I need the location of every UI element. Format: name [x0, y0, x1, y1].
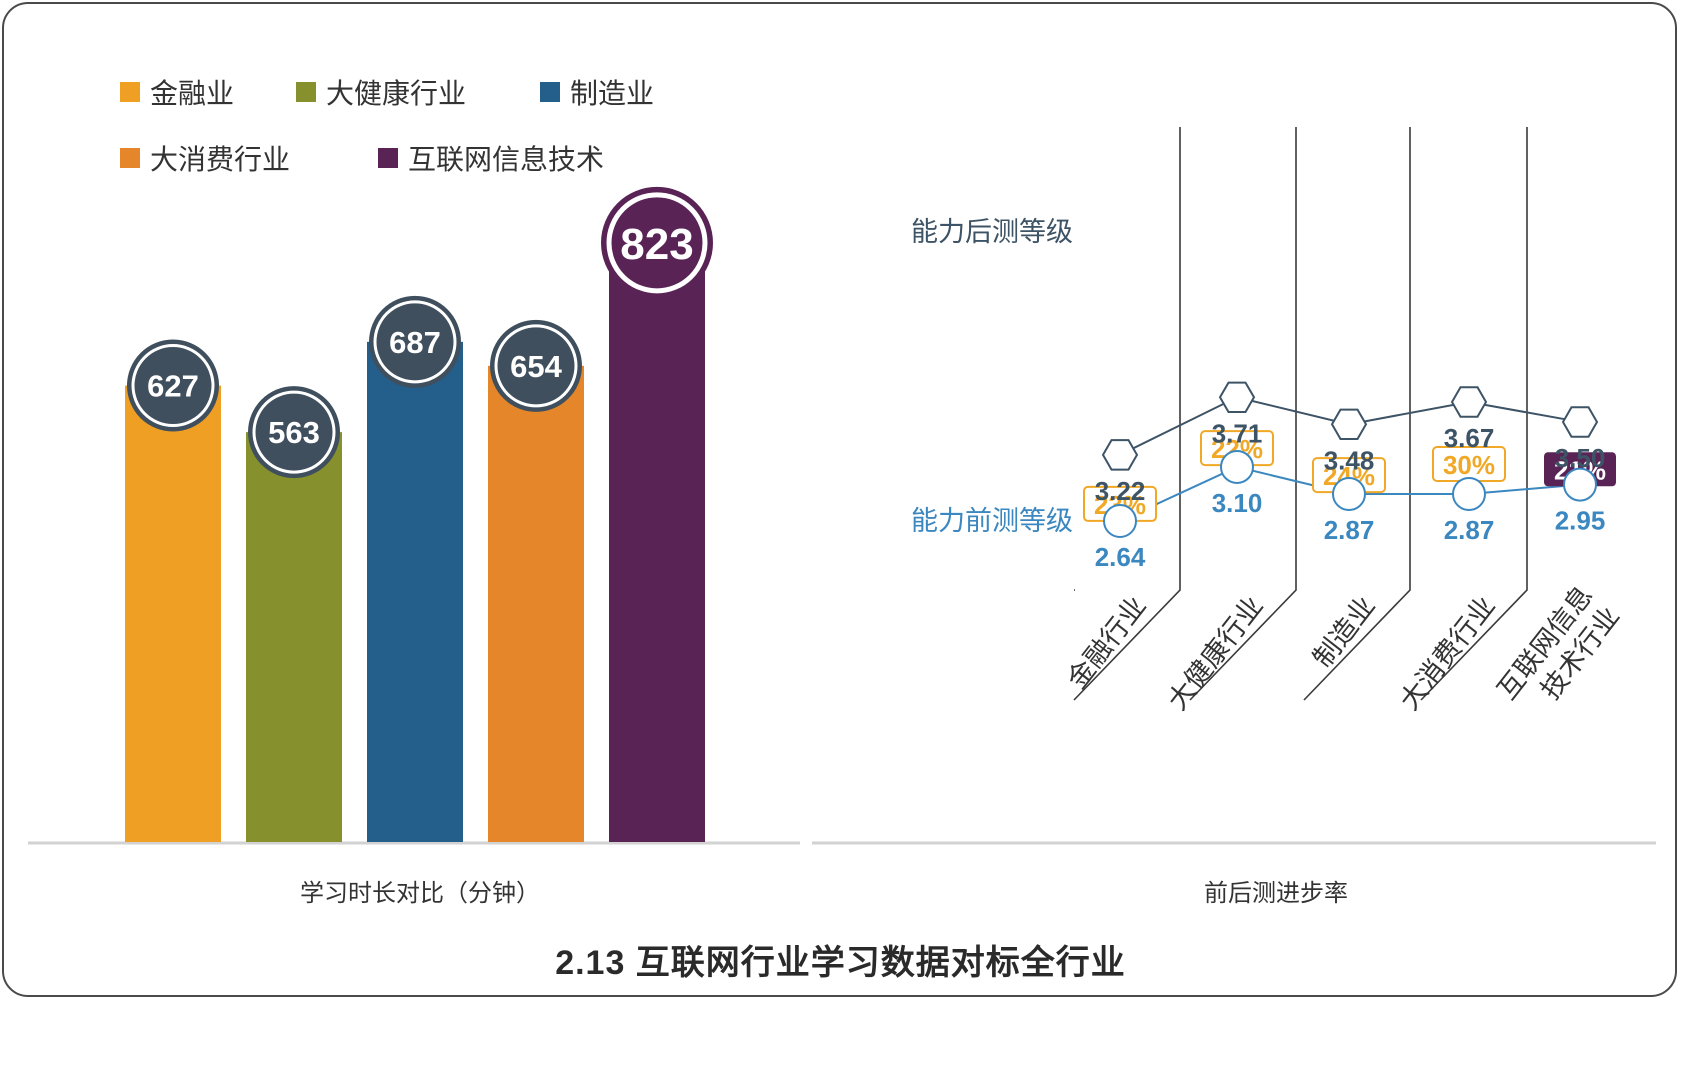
pre-point-5 [1563, 467, 1597, 502]
bars-layer: 627 563 687 654 823 [125, 186, 713, 842]
category-label-line-2-1: 大健康行业 [1162, 591, 1269, 716]
bar-label-ring-1 [131, 344, 215, 428]
legend-swatch-finance [120, 82, 140, 102]
post-point-5 [1561, 406, 1599, 438]
legend-label-health: 大健康行业 [326, 78, 467, 109]
pre-value-label-4: 2.87 [1444, 515, 1495, 545]
rate-label-4: 30% [1443, 450, 1495, 480]
legend-swatch-consumer [120, 148, 140, 168]
column-divider-4 [1420, 127, 1528, 701]
bar-label-badge-1 [127, 339, 219, 432]
category-label-1: 金融行业 [1062, 591, 1152, 695]
line-chart-caption: 前后测进步率 [1204, 880, 1348, 907]
legend-label-manufacturing: 制造业 [570, 78, 655, 109]
legend-item-manufacturing: 制造业 [540, 72, 654, 112]
pre-point-4 [1452, 476, 1486, 511]
bar-chart-caption: 学习时长对比（分钟） [300, 880, 540, 907]
category-label-2: 大健康行业 [1162, 591, 1269, 716]
pre-point-1 [1103, 504, 1137, 538]
legend-item-internet: 互联网信息技术 [378, 138, 604, 178]
category-label-line-1-1: 金融行业 [1062, 591, 1152, 695]
legend-swatch-internet [378, 148, 398, 168]
bar-value-label-4: 654 [510, 349, 562, 384]
legend-item-consumer: 大消费行业 [120, 138, 290, 178]
bar-value-label-1: 627 [147, 369, 199, 404]
column-divider-3 [1303, 127, 1411, 701]
post-point-3 [1330, 408, 1368, 440]
post-value-label-1: 3.22 [1095, 476, 1146, 506]
bar-label-badge-3 [369, 295, 461, 388]
post-value-label-3: 3.48 [1324, 445, 1375, 475]
line-chart-layer: 能力后测等级能力前测等级23%3.222.64金融行业22%3.713.10大健… [911, 127, 1626, 716]
bar-label-ring-4 [494, 324, 578, 408]
legend-item-finance: 金融业 [120, 72, 234, 112]
bar-label-badge-2 [248, 386, 340, 479]
pre-point-3 [1332, 476, 1366, 511]
post-value-label-2: 3.71 [1212, 418, 1263, 448]
post-point-2 [1218, 381, 1256, 413]
pre-value-label-2: 3.10 [1212, 488, 1263, 518]
bar-2 [246, 432, 342, 842]
pre-point-2 [1220, 449, 1254, 484]
legend-swatch-health [296, 82, 316, 102]
legend-item-health: 大健康行业 [296, 72, 466, 112]
bar-3 [367, 341, 463, 842]
column-divider-1 [1073, 127, 1181, 701]
bar-5 [609, 242, 705, 842]
column-divider-2 [1189, 127, 1297, 701]
pre-value-label-5: 2.95 [1555, 506, 1606, 536]
pre-value-label-3: 2.87 [1324, 515, 1375, 545]
bar-label-ring-2 [252, 390, 336, 474]
post-point-4 [1450, 386, 1488, 418]
figure-title: 2.13 互联网行业学习数据对标全行业 [555, 944, 1126, 982]
category-label-line-4-1: 大消费行业 [1394, 591, 1501, 716]
legend-label-internet: 互联网信息技术 [408, 144, 605, 175]
legend-label-consumer: 大消费行业 [150, 144, 291, 175]
bar-4 [488, 365, 584, 842]
bar-label-ring-5 [606, 192, 708, 294]
legend-swatch-manufacturing [540, 82, 560, 102]
series-label-post: 能力后测等级 [911, 217, 1073, 247]
bar-value-label-3: 687 [389, 325, 441, 360]
pre-value-label-1: 2.64 [1095, 542, 1146, 572]
bar-label-badge-4 [490, 319, 582, 412]
bar-label-badge-5 [601, 186, 713, 299]
post-point-1 [1101, 439, 1139, 471]
series-label-pre: 能力前测等级 [911, 506, 1073, 536]
post-value-label-4: 3.67 [1444, 423, 1495, 453]
category-label-4: 大消费行业 [1394, 591, 1501, 716]
bar-value-label-5: 823 [620, 220, 693, 269]
bar-1 [125, 385, 221, 842]
bar-label-ring-3 [373, 300, 457, 384]
legend-label-finance: 金融业 [150, 78, 235, 109]
bar-value-label-2: 563 [268, 415, 320, 450]
